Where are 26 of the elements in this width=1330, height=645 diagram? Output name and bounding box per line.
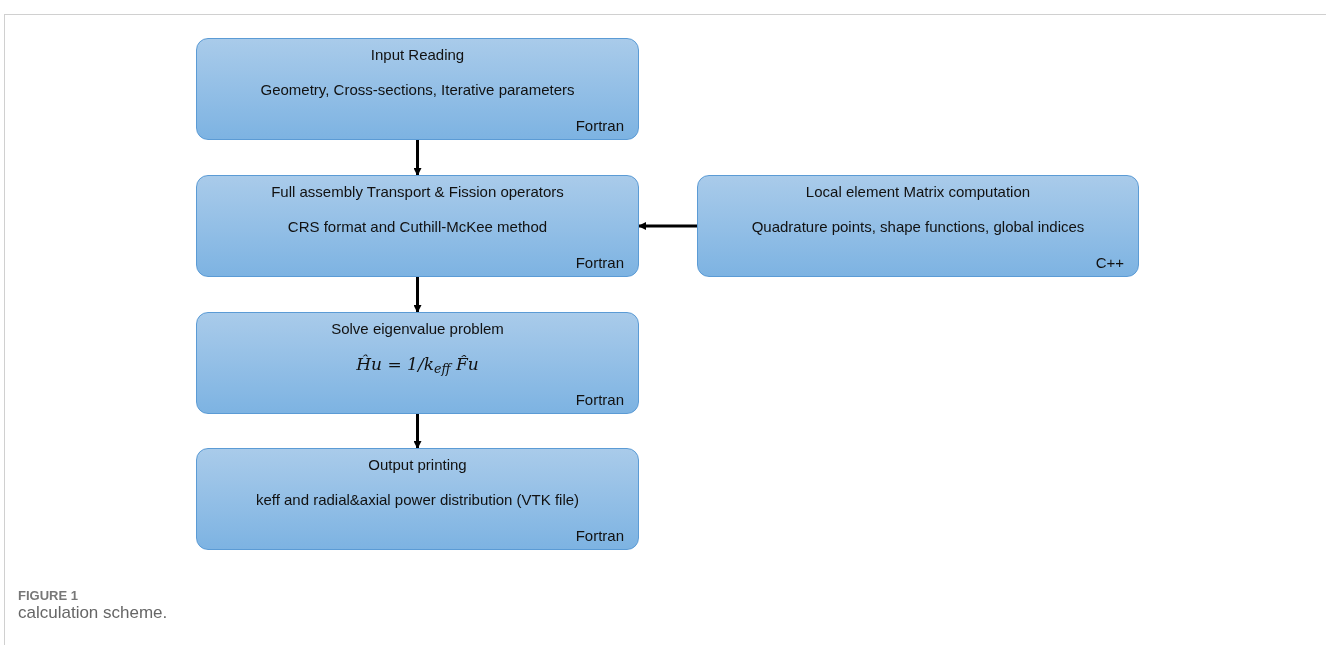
language-note: Fortran: [575, 115, 624, 136]
figure-caption: calculation scheme.: [18, 602, 168, 624]
language-note: Fortran: [575, 252, 624, 273]
arrow: [413, 277, 422, 313]
arrow: [413, 414, 422, 449]
arrow: [413, 140, 422, 176]
process-box: [196, 448, 639, 550]
equation: Ĥu = 1/k$_{eff}$ F̂u: [356, 352, 479, 378]
language-note: Fortran: [575, 389, 624, 410]
process-box: [196, 312, 639, 414]
arrow: [638, 222, 697, 230]
figure-label: FIGURE 1: [18, 587, 78, 605]
process-box: [196, 175, 639, 277]
box-heading: Output printing: [368, 455, 467, 475]
box-description: Quadrature points, shape functions, global indices: [751, 217, 1085, 238]
language-note: C++: [1095, 252, 1124, 273]
box-heading: Local element Matrix computation: [805, 182, 1031, 202]
process-box: [196, 38, 639, 140]
process-box: [697, 175, 1139, 277]
box-heading: Input Reading: [370, 45, 465, 65]
box-heading: Solve eigenvalue problem: [331, 319, 504, 339]
box-description: keff and radial&axial power distribution (VTK file): [255, 490, 580, 511]
box-description: CRS format and Cuthill-McKee method: [287, 217, 548, 238]
box-description: Geometry, Cross-sections, Iterative parameters: [260, 80, 575, 101]
box-heading: Full assembly Transport & Fission operators: [271, 182, 564, 202]
language-note: Fortran: [575, 525, 624, 546]
